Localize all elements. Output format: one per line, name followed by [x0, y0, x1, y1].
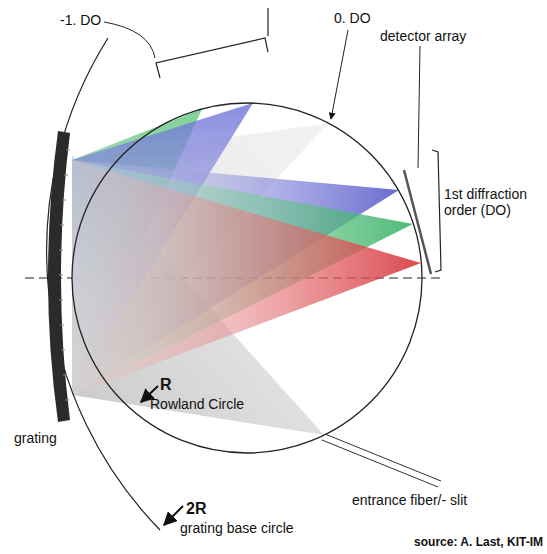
part-label: grating	[14, 430, 57, 446]
entrance-fiber	[325, 434, 441, 481]
order-label: 1st diffraction order (DO)	[444, 186, 544, 218]
entrance-fiber	[322, 440, 438, 487]
part-label: detector array	[380, 28, 466, 44]
leader-line	[418, 46, 420, 168]
grating	[48, 131, 70, 422]
grating-base-circle	[47, 38, 160, 530]
part-label: Rowland Circle	[150, 396, 244, 412]
rowland-circle	[72, 103, 422, 453]
part-label: grating base circle	[180, 520, 294, 536]
detector-array	[404, 170, 431, 274]
first-order-bracket	[432, 150, 441, 272]
minus-first-order-bracket	[156, 38, 268, 78]
leader-line	[104, 22, 155, 58]
dimension-label: R	[160, 376, 172, 394]
grating-grooves	[59, 150, 70, 400]
source-note: source: A. Last, KIT-IM	[414, 536, 543, 550]
bracket-tick	[267, 8, 268, 36]
order-label: -1. DO	[60, 12, 101, 28]
order-label: 0. DO	[334, 10, 371, 26]
dimension-label: 2R	[186, 500, 206, 518]
part-label: entrance fiber/- slit	[352, 492, 467, 508]
leader-line	[331, 30, 348, 119]
first-order-red	[72, 160, 421, 395]
